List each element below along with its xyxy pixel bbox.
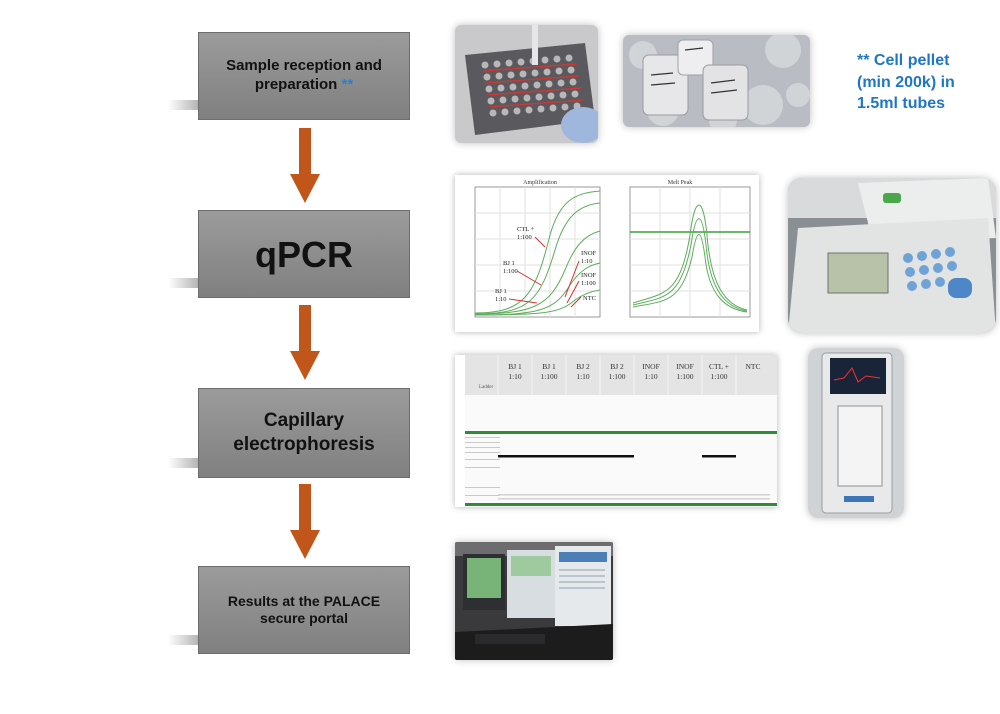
gel-lane-label: CTL + — [709, 362, 729, 371]
footnote-stars: ** — [341, 76, 354, 93]
svg-text:1:100: 1:100 — [581, 280, 596, 287]
gel-lane-dilution: 1:100 — [710, 372, 727, 381]
step-results-portal: Results at the PALACE secure portal — [198, 566, 410, 654]
svg-text:1:100: 1:100 — [503, 268, 518, 275]
down-arrow-icon — [290, 128, 320, 203]
svg-text:INOF: INOF — [581, 250, 597, 257]
svg-text:INOF: INOF — [581, 272, 597, 279]
gel-lane-dilution: 1:10 — [644, 372, 658, 381]
gel-lane-dilution: 1:100 — [540, 372, 557, 381]
gel-lane-dilution: 1:100 — [676, 372, 693, 381]
tubes-on-ice-photo — [623, 35, 810, 127]
gel-lane-label: BJ 2 — [576, 362, 590, 371]
step-sample-reception: Sample reception and preparation ** — [198, 32, 410, 120]
gel-lane-dilution: 1:10 — [576, 372, 590, 381]
step-label: Capillary — [263, 410, 345, 432]
down-arrow-icon — [290, 484, 320, 559]
svg-text:1:10: 1:10 — [495, 296, 507, 303]
svg-text:NTC: NTC — [583, 295, 596, 302]
step-label: Sample reception and — [226, 57, 382, 75]
secure-portal-computer-photo — [455, 542, 613, 660]
step-shadow — [168, 635, 198, 645]
step-shadow — [168, 278, 198, 288]
step-label: qPCR — [255, 233, 353, 275]
svg-text:1:100: 1:100 — [517, 234, 532, 241]
svg-text:BJ 1: BJ 1 — [503, 260, 515, 267]
step-qpcr: qPCR — [198, 210, 410, 298]
gel-lane-label: NTC — [746, 362, 761, 371]
step-label: secure portal — [260, 610, 348, 626]
gel-lane-label: BJ 1 — [542, 362, 556, 371]
step-label: Results at the PALACE — [227, 592, 381, 609]
step-shadow — [168, 458, 198, 468]
step-label: preparation — [254, 76, 338, 93]
qpcr-machine-photo — [788, 178, 996, 333]
down-arrow-icon — [290, 305, 320, 380]
step-label: electrophoresis — [233, 434, 375, 455]
step-capillary-electrophoresis: Capillary electrophoresis — [198, 388, 410, 478]
svg-text:1:10: 1:10 — [581, 258, 593, 265]
svg-text:BJ 1: BJ 1 — [495, 288, 507, 295]
gel-lane-dilution: 1:100 — [608, 372, 625, 381]
step-shadow — [168, 100, 198, 110]
gel-lane-label: INOF — [642, 362, 660, 371]
qpcr-amplification-plot: Amplification Melt Peak CTL + 1:100 BJ 1… — [455, 175, 759, 332]
gel-lane-label: BJ 1 — [508, 362, 522, 371]
sample-plate-photo — [455, 25, 598, 143]
gel-ladder-label: Ladder — [479, 385, 493, 390]
electrophoresis-instrument-photo — [808, 348, 904, 518]
plot-title: Melt Peak — [668, 180, 693, 186]
cell-pellet-note: ** Cell pellet (min 200k) in 1.5ml tubes — [857, 52, 955, 113]
gel-lane-label: BJ 2 — [610, 362, 624, 371]
gel-lane-dilution: 1:10 — [508, 372, 522, 381]
gel-lane-label: INOF — [676, 362, 694, 371]
plot-title: Amplification — [523, 179, 557, 186]
svg-text:CTL +: CTL + — [517, 226, 535, 233]
